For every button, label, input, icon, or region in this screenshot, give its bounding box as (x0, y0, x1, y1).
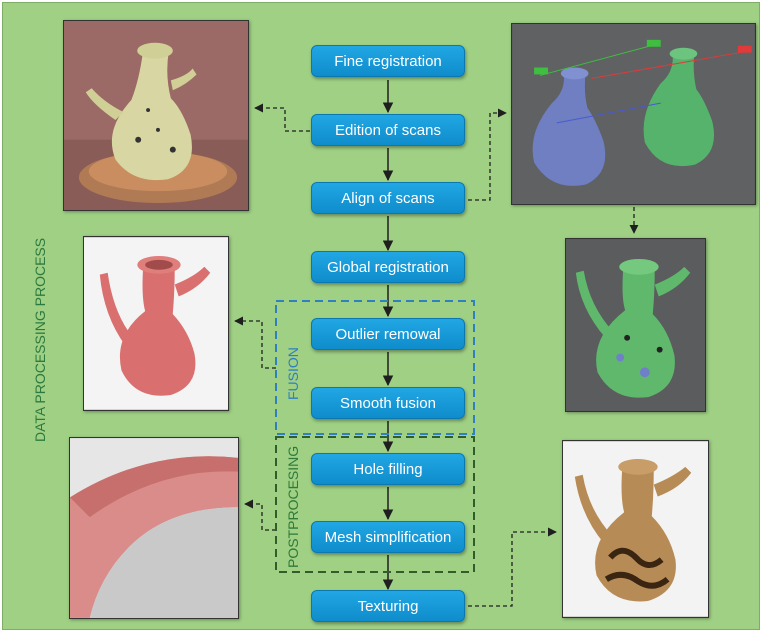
step-edition-of-scans: Edition of scans (311, 114, 465, 146)
fusion-group-label: FUSION (285, 347, 301, 400)
photo-mesh-detail (69, 437, 239, 619)
step-texturing: Texturing (311, 590, 465, 622)
step-align-of-scans: Align of scans (311, 182, 465, 214)
side-label: DATA PROCESSING PROCESS (32, 237, 48, 442)
postprocessing-group-label: POSTPROCESING (285, 445, 301, 568)
step-hole-filling: Hole filling (311, 453, 465, 485)
photo-textured-model (562, 440, 709, 618)
step-mesh-simplification: Mesh simplification (311, 521, 465, 553)
step-fine-registration: Fine registration (311, 45, 465, 77)
photo-aligned-scans (511, 23, 756, 205)
step-global-registration: Global registration (311, 251, 465, 283)
photo-merged-scans (565, 238, 706, 412)
mesh-closeup-image (70, 438, 238, 618)
vessel-on-base-image (64, 21, 248, 210)
aligned-vessels-image (512, 24, 755, 204)
textured-vessel-image (563, 441, 708, 617)
photo-fused-mesh (83, 236, 229, 411)
photo-cleaned-scan (63, 20, 249, 211)
step-outlier-removal: Outlier remowal (311, 318, 465, 350)
step-smooth-fusion: Smooth fusion (311, 387, 465, 419)
pink-vessel-image (84, 237, 228, 410)
green-vessel-image (566, 239, 705, 411)
